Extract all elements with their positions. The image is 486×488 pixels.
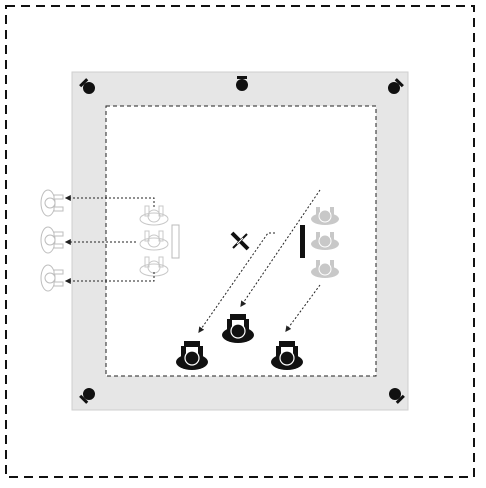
outline-figure-icon <box>139 205 169 226</box>
corner-marker-top-right <box>388 78 404 94</box>
camera-marker-icon <box>389 388 405 404</box>
camera-marker-icon <box>388 78 404 94</box>
black-panel <box>300 225 305 258</box>
camera-marker-icon <box>236 76 248 91</box>
ghost-figure-group <box>139 205 169 277</box>
corner-marker-top-left <box>79 78 95 94</box>
arrow-to-left-figure-1 <box>64 195 155 207</box>
arrow-to-dark-figure-2 <box>240 189 321 307</box>
seated-figure-icon <box>222 314 254 343</box>
seated-figure-icon <box>311 260 339 278</box>
dark-figure-group <box>176 314 303 370</box>
camera-marker-icon <box>79 388 95 404</box>
seated-figure-icon <box>311 207 339 225</box>
corner-marker-bottom-left <box>79 388 95 404</box>
grey-figure-group <box>311 207 339 278</box>
arrow-to-left-figure-3 <box>64 272 155 284</box>
arrow-group <box>64 189 321 333</box>
camera-marker-icon <box>79 78 95 94</box>
corner-marker-bottom-right <box>389 388 405 404</box>
outline-panel <box>171 224 180 259</box>
seated-figure-icon <box>176 341 208 370</box>
seated-figure-icon <box>311 232 339 250</box>
outline-figure-icon <box>139 230 169 251</box>
outline-figure-icon <box>40 226 64 254</box>
left-figure-group <box>40 189 64 292</box>
outline-figure-icon <box>40 264 64 292</box>
corner-marker-top-center <box>236 76 248 91</box>
outline-figure-icon <box>40 189 64 217</box>
outer-boundary <box>5 5 475 478</box>
arrow-to-dark-figure-3 <box>285 284 321 332</box>
cross-marker-icon <box>230 231 250 251</box>
seated-figure-icon <box>271 341 303 370</box>
